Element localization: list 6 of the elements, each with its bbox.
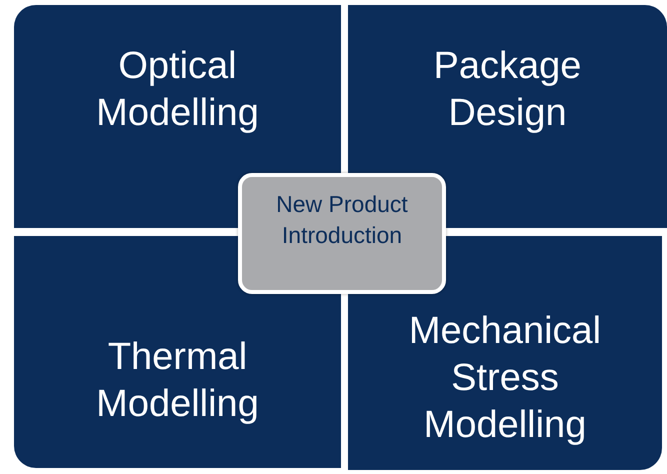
center-label: New Product Introduction	[275, 190, 409, 250]
panel-label: Optical Modelling	[95, 44, 260, 136]
panel-label: Thermal Modelling	[95, 335, 260, 427]
panel-label: Mechanical Stress Modelling	[408, 309, 602, 448]
panel-label: Package Design	[432, 44, 582, 136]
center-box	[238, 173, 446, 294]
